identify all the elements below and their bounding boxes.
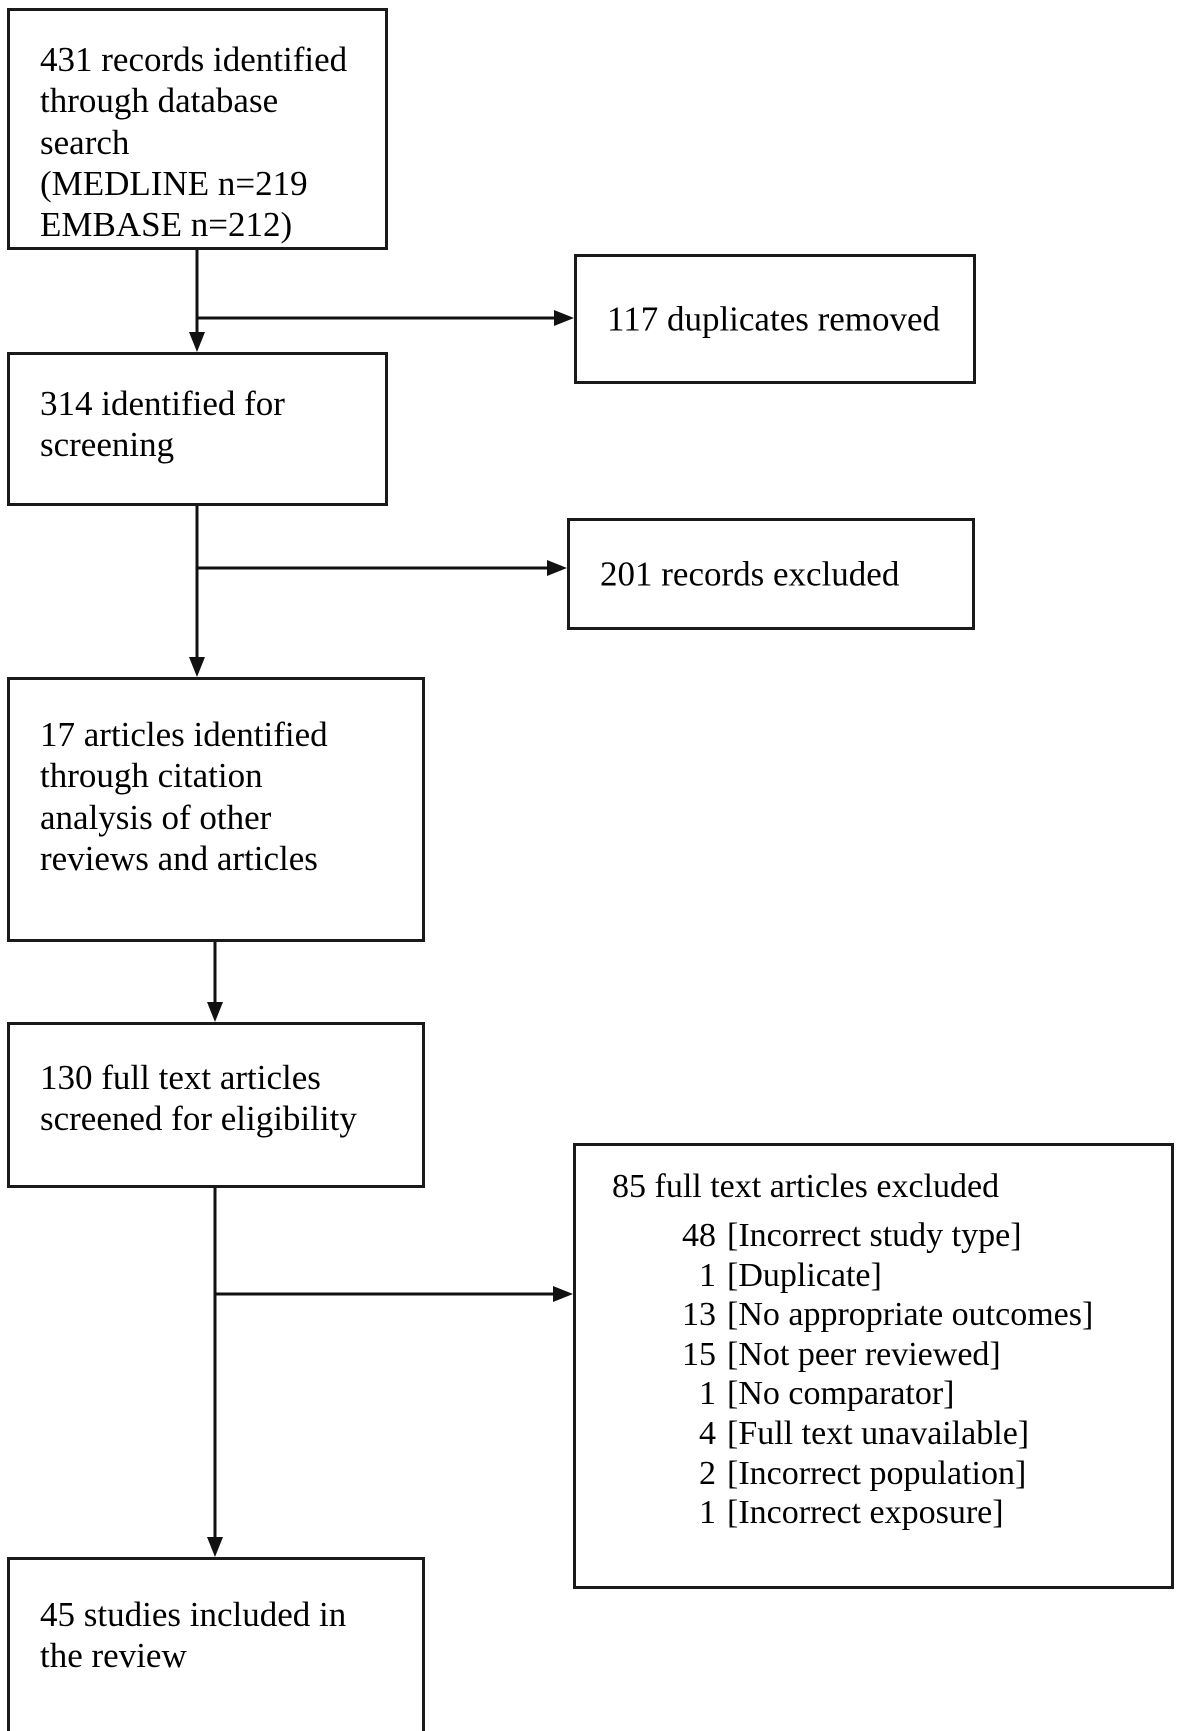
- box-studies-included-text: 45 studies included in the review: [40, 1595, 347, 1676]
- arrowhead-to-included: [207, 1537, 223, 1557]
- exclusion-reason: [Full text unavailable]: [727, 1415, 1030, 1453]
- exclusion-reason: [No comparator]: [727, 1375, 955, 1413]
- arrowhead-to-records-excluded: [547, 560, 567, 576]
- box-fulltext-excluded: 85 full text articles excluded 48 [Incorr…: [573, 1143, 1174, 1589]
- exclusion-count: 1: [699, 1375, 716, 1413]
- exclusion-row: 15 [Not peer reviewed]: [612, 1335, 1172, 1375]
- arrowhead-to-citation: [189, 657, 205, 677]
- box-records-identified: 431 records identified through database …: [7, 8, 388, 250]
- box-identified-for-screening-text: 314 identified for screening: [40, 384, 285, 465]
- exclusion-row: 1 [Incorrect exposure]: [612, 1493, 1172, 1533]
- exclusion-row: 4 [Full text unavailable]: [612, 1414, 1172, 1454]
- box-studies-included: 45 studies included in the review: [7, 1557, 425, 1731]
- exclusion-row: 48 [Incorrect study type]: [612, 1216, 1172, 1256]
- box-duplicates-removed-text: 117 duplicates removed: [607, 299, 941, 339]
- box-records-identified-text: 431 records identified through database …: [40, 40, 348, 245]
- box-records-excluded: 201 records excluded: [567, 518, 975, 630]
- box-fulltext-screened: 130 full text articles screened for elig…: [7, 1022, 425, 1188]
- exclusion-count: 1: [699, 1256, 716, 1294]
- exclusion-reason: [Not peer reviewed]: [727, 1335, 1001, 1373]
- exclusion-row: 1 [Duplicate]: [612, 1256, 1172, 1296]
- box-citation-analysis: 17 articles identified through citation …: [7, 677, 425, 942]
- box-duplicates-removed: 117 duplicates removed: [574, 254, 976, 384]
- box-records-excluded-text: 201 records excluded: [600, 554, 900, 594]
- box-fulltext-screened-text: 130 full text articles screened for elig…: [40, 1058, 357, 1139]
- exclusions-list: 48 [Incorrect study type] 1 [Duplicate] 13 [N…: [612, 1216, 1172, 1533]
- arrowhead-to-screening: [189, 332, 205, 352]
- exclusion-count: 2: [699, 1454, 716, 1492]
- exclusions-title: 85 full text articles excluded: [612, 1168, 1000, 1205]
- exclusion-count: 4: [699, 1415, 716, 1453]
- exclusion-row: 1 [No comparator]: [612, 1374, 1172, 1414]
- arrowhead-to-fulltext: [207, 1002, 223, 1022]
- arrowhead-to-duplicates: [554, 310, 574, 326]
- exclusion-row: 13 [No appropriate outcomes]: [612, 1295, 1172, 1335]
- exclusion-count: 15: [682, 1335, 716, 1373]
- box-citation-analysis-text: 17 articles identified through citation …: [40, 715, 328, 878]
- exclusion-reason: [Incorrect population]: [727, 1454, 1027, 1492]
- box-identified-for-screening: 314 identified for screening: [7, 352, 388, 506]
- arrowhead-to-exclusions: [553, 1286, 573, 1302]
- exclusion-count: 13: [682, 1296, 716, 1334]
- exclusion-reason: [Duplicate]: [727, 1256, 882, 1294]
- exclusion-row: 2 [Incorrect population]: [612, 1454, 1172, 1494]
- exclusion-reason: [Incorrect exposure]: [727, 1494, 1004, 1532]
- exclusion-reason: [Incorrect study type]: [727, 1217, 1022, 1254]
- exclusion-reason: [No appropriate outcomes]: [727, 1296, 1094, 1334]
- exclusion-count: 48: [682, 1217, 716, 1254]
- exclusion-count: 1: [699, 1494, 716, 1532]
